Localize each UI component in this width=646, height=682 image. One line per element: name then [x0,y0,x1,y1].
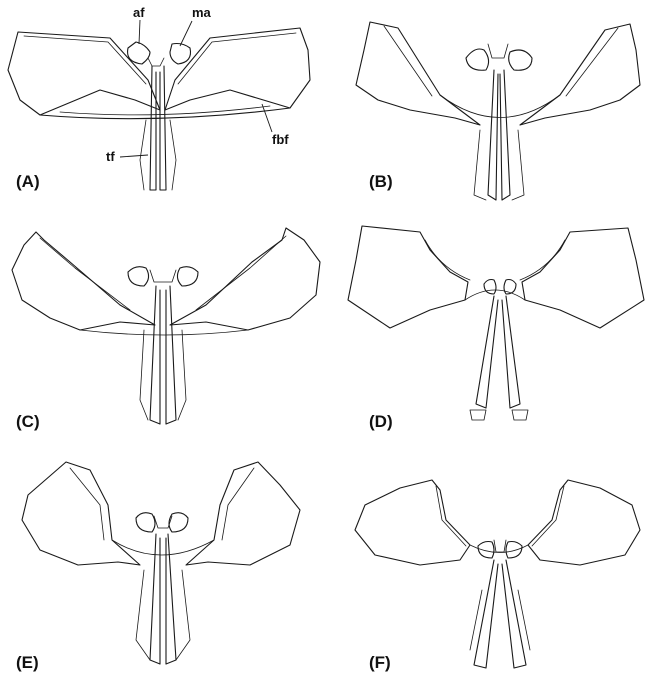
panel-e: (E) [16,462,300,672]
panel-b-label: (B) [369,172,393,191]
panel-c-drawing [12,228,320,424]
panel-b-drawing [356,22,640,200]
panel-d-label: (D) [369,412,393,431]
panel-b: (B) [356,22,640,200]
tf-leader-line [120,155,148,157]
panel-f-label: (F) [369,653,391,672]
panel-e-drawing [22,462,300,664]
panel-c-label: (C) [16,412,40,431]
fbf-leader-line [262,104,272,132]
panel-c: (C) [12,228,320,431]
panel-a: (A) af ma tf fbf [8,5,310,191]
af-leader-line [139,20,140,44]
fbf-label: fbf [272,132,289,147]
panel-a-label: (A) [16,172,40,191]
panel-e-label: (E) [16,653,39,672]
af-label: af [133,5,145,20]
panel-d: (D) [348,226,644,431]
ma-leader-line [180,21,192,46]
panel-a-drawing [8,28,310,190]
tf-label: tf [106,149,115,164]
panel-f-drawing [355,480,640,668]
panel-d-drawing [348,226,644,420]
ma-label: ma [192,5,212,20]
panel-f: (F) [355,480,640,672]
